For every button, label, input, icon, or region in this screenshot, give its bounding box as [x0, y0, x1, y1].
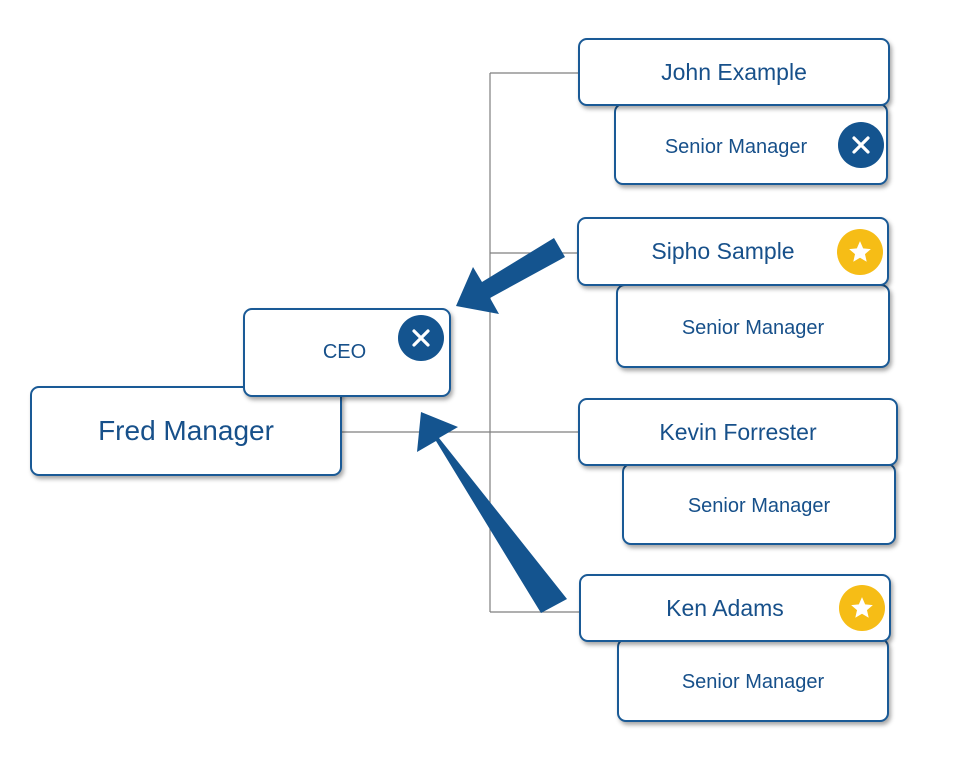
- report-title-john: Senior Manager: [664, 135, 808, 158]
- report-name-ken: Ken Adams: [666, 594, 784, 621]
- root-title-box[interactable]: CEO: [243, 308, 451, 397]
- report-name-john: John Example: [661, 58, 807, 85]
- report-title-sipho: Senior Manager: [681, 316, 825, 339]
- report-title-box-kevin[interactable]: Senior Manager: [622, 463, 896, 545]
- report-title-box-sipho[interactable]: Senior Manager: [616, 284, 890, 368]
- report-title-box-john[interactable]: Senior Manager: [614, 103, 888, 185]
- report-name-kevin: Kevin Forrester: [659, 418, 817, 445]
- report-name-box-ken[interactable]: Ken Adams: [579, 574, 891, 642]
- close-icon[interactable]: [838, 122, 884, 168]
- arrow-sipho-to-ceo: [456, 238, 565, 314]
- report-name-box-kevin[interactable]: Kevin Forrester: [578, 398, 898, 466]
- root-name: Fred Manager: [98, 415, 274, 446]
- star-icon[interactable]: [837, 229, 883, 275]
- star-icon[interactable]: [839, 585, 885, 631]
- report-name-box-john[interactable]: John Example: [578, 38, 890, 106]
- report-name-box-sipho[interactable]: Sipho Sample: [577, 217, 889, 286]
- root-title: CEO: [322, 341, 367, 363]
- close-icon[interactable]: [398, 315, 444, 361]
- report-title-ken: Senior Manager: [681, 670, 825, 693]
- report-title-kevin: Senior Manager: [687, 494, 831, 517]
- report-name-sipho: Sipho Sample: [651, 238, 795, 264]
- root-name-box[interactable]: Fred Manager: [30, 386, 342, 476]
- arrow-ken-to-ceo: [417, 412, 567, 613]
- report-title-box-ken[interactable]: Senior Manager: [617, 638, 889, 722]
